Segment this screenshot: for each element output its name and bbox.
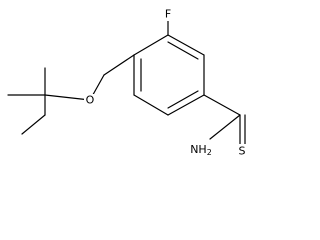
bond-thioamide-nitrogen (209, 114, 241, 140)
fluorine-atom-label: F (165, 8, 171, 21)
bond-ring-thioamide-carbon (203, 94, 241, 116)
oxygen-label-bg (84, 94, 96, 107)
bond-oxygen-quaternary-carbon (44, 94, 91, 101)
ring-bond-c6-c1 (133, 34, 169, 56)
bond-ethyl-ch2-ch3 (21, 114, 46, 135)
oxygen-atom-label: O (86, 94, 95, 107)
amine-subscript-text: 2 (207, 148, 212, 157)
ring-bond-c4-c5 (133, 94, 169, 116)
ring-double-bond-c3-c4 (167, 90, 199, 109)
amine-label-bg (190, 141, 215, 155)
amine-atom-label: NH2 (190, 143, 212, 157)
ring-double-bond-c1-c2 (167, 41, 199, 60)
ring-bond-c1-c2 (167, 34, 205, 56)
bond-layer (7, 19, 246, 146)
bond-ring-ch2 (103, 54, 135, 76)
sulfur-label-bg (236, 144, 248, 158)
sulfur-atom-label: S (239, 145, 246, 158)
structure-canvas: F O S NH2 (7, 7, 248, 158)
molecule-diagram: F O S NH2 (7, 7, 248, 158)
ring-bond-c3-c4 (167, 94, 205, 116)
fluorine-label-bg (162, 8, 174, 21)
amine-nh-text: NH (190, 143, 207, 156)
atom-label-layer: F O S NH2 (84, 8, 248, 158)
